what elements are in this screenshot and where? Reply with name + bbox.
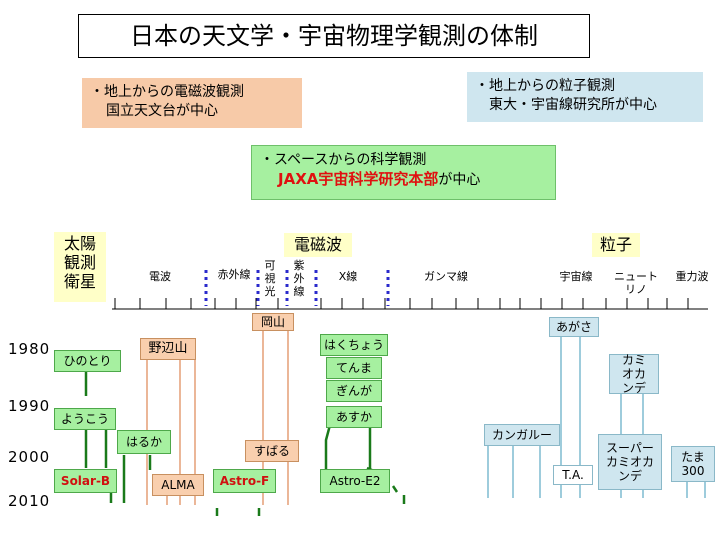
band-infrared: 赤外線 [217, 268, 251, 281]
space-suffix: が中心 [438, 172, 481, 188]
solar-lines [84, 372, 152, 503]
year-1980: 1980 [8, 340, 51, 358]
band-uv: 紫外線 [293, 259, 305, 298]
facility-hakucho: はくちょう [320, 334, 388, 356]
band-separators [204, 270, 390, 306]
year-2000: 2000 [8, 448, 51, 466]
ground-em-note: ・地上からの電磁波観測 国立天文台が中心 [82, 78, 302, 128]
band-cosmic-ray: 宇宙線 [559, 270, 593, 283]
space-line1: ・スペースからの科学観測 [260, 152, 427, 168]
band-gravity: 重力波 [675, 270, 709, 283]
facility-astro-e2: Astro-E2 [320, 469, 390, 493]
ground-particle-line1: ・地上からの粒子観測 [475, 78, 615, 94]
ground-em-line1: ・地上からの電磁波観測 [90, 84, 244, 100]
band-neutrino: ニュートリノ [614, 270, 658, 296]
band-xray: X線 [338, 270, 358, 283]
facility-ta: T.A. [553, 465, 593, 485]
facility-solar-b: Solar-B [54, 469, 117, 493]
facility-asuka: あすか [326, 406, 382, 428]
facility-nobeyama: 野辺山 [140, 338, 196, 360]
facility-superk: スーパーカミオカンデ [598, 434, 662, 490]
facility-haruka: はるか [117, 430, 171, 454]
ground-em-line2: 国立天文台が中心 [106, 103, 218, 119]
category-em: 電磁波 [284, 233, 352, 257]
facility-hinotori: ひのとり [54, 350, 121, 372]
facility-ginga: ぎんが [326, 380, 382, 402]
category-solar: 太陽観測衛星 [54, 232, 106, 302]
facility-kamioka: カミオカンデ [609, 353, 659, 395]
band-radio: 電波 [149, 270, 171, 283]
facility-tama: たま300 [671, 446, 715, 482]
year-2010: 2010 [8, 492, 51, 510]
category-particle: 粒子 [592, 233, 640, 257]
facility-tenma: てんま [326, 357, 382, 379]
facility-akeno: あがさ [549, 317, 599, 337]
facility-alma: ALMA [152, 474, 204, 496]
ground-particle-note: ・地上からの粒子観測 東大・宇宙線研究所が中心 [467, 72, 703, 122]
facility-astro-f: Astro-F [213, 469, 276, 493]
facility-okayama: 岡山 [252, 313, 294, 331]
facility-subaru: すばる [245, 440, 299, 462]
band-gamma: ガンマ線 [424, 270, 468, 283]
diagram-title: 日本の天文学・宇宙物理学観測の体制 [78, 14, 590, 58]
band-visible: 可視光 [264, 259, 276, 298]
space-org: JAXA宇宙科学研究本部 [278, 170, 439, 188]
ground-particle-line2: 東大・宇宙線研究所が中心 [489, 97, 657, 113]
axis-ticks [114, 298, 689, 309]
facility-yohkoh: ようこう [54, 408, 116, 430]
facility-cangaroo: カンガルー [484, 424, 560, 446]
year-1990: 1990 [8, 397, 51, 415]
space-note: ・スペースからの科学観測 JAXA宇宙科学研究本部が中心 [251, 145, 556, 200]
